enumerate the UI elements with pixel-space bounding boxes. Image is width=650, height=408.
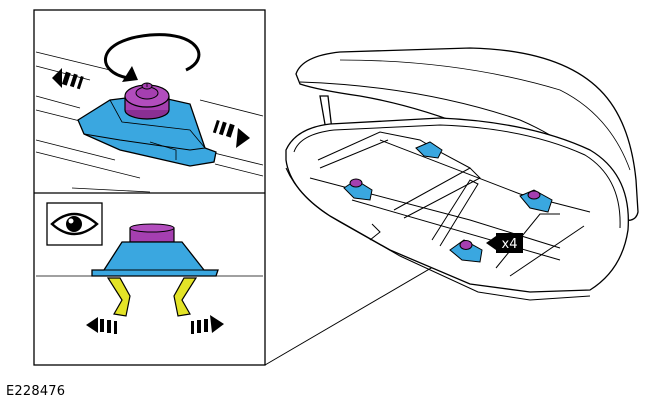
box-clamp-callout	[449, 239, 483, 263]
left-jaw	[106, 277, 131, 317]
rotate-knob-detail	[35, 33, 264, 193]
right-arrow-icon	[212, 119, 250, 148]
box-clamp-2	[343, 178, 373, 201]
roof-box-base	[285, 117, 629, 293]
right-jaw	[173, 277, 198, 317]
roof-box-lid	[295, 47, 639, 221]
quantity-label: x4	[502, 237, 518, 252]
knob-side-view	[129, 223, 175, 243]
eye-icon	[46, 202, 103, 246]
roof-box	[285, 47, 639, 301]
inspect-clamp-detail	[36, 202, 263, 334]
arrows-out-icon	[191, 315, 224, 334]
clamp-body-side-view	[91, 241, 219, 277]
inner-rails	[309, 131, 591, 277]
inset-frame	[33, 9, 266, 366]
arrows-in-icon	[86, 317, 117, 334]
roof-bar-lines	[35, 51, 264, 193]
figure-reference-code: E228476	[6, 384, 66, 399]
left-arrow-icon	[52, 68, 84, 90]
knob	[124, 82, 170, 120]
box-clamp-3	[519, 189, 553, 213]
box-clamp-1	[415, 141, 443, 159]
rotation-arrow-icon	[104, 33, 201, 82]
quantity-callout: x4	[486, 233, 523, 253]
